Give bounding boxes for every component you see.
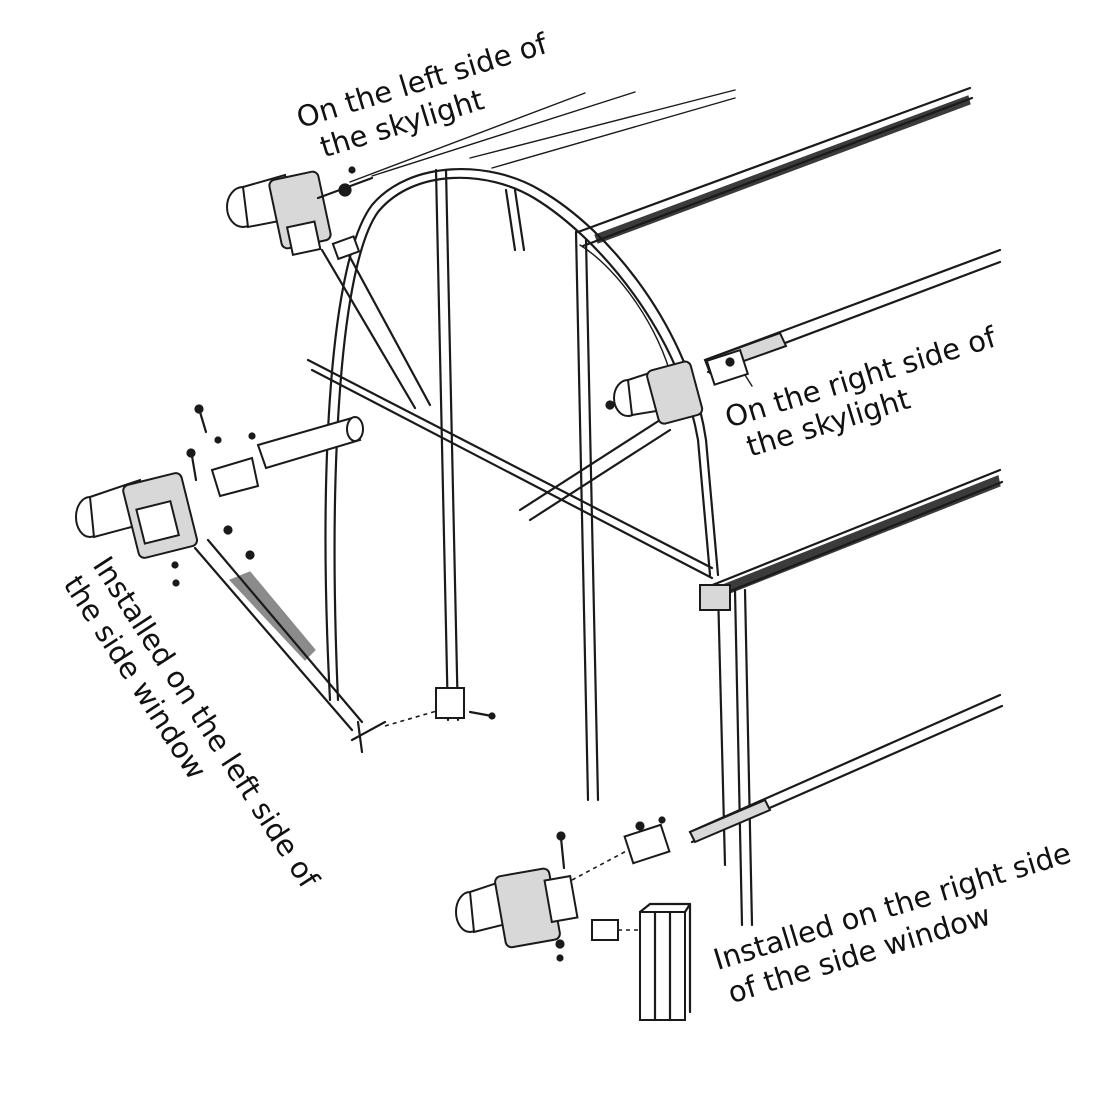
left-side-window-gear-motor: [75, 404, 496, 754]
label-left-skylight: On the left side of the skylight: [293, 26, 552, 164]
right-skylight-gear-motor: [605, 348, 753, 425]
label-left-side-window: Installed on the left side of the side w…: [57, 550, 326, 894]
greenhouse-frame: [306, 86, 1004, 927]
label-left-side-window-line1: Installed on the left side of: [86, 550, 326, 894]
right-side-window-gear-motor: [455, 816, 692, 1022]
left-skylight-gear-motor: [226, 166, 374, 261]
label-right-side-window: Installed on the right side of the side …: [710, 836, 1075, 1010]
